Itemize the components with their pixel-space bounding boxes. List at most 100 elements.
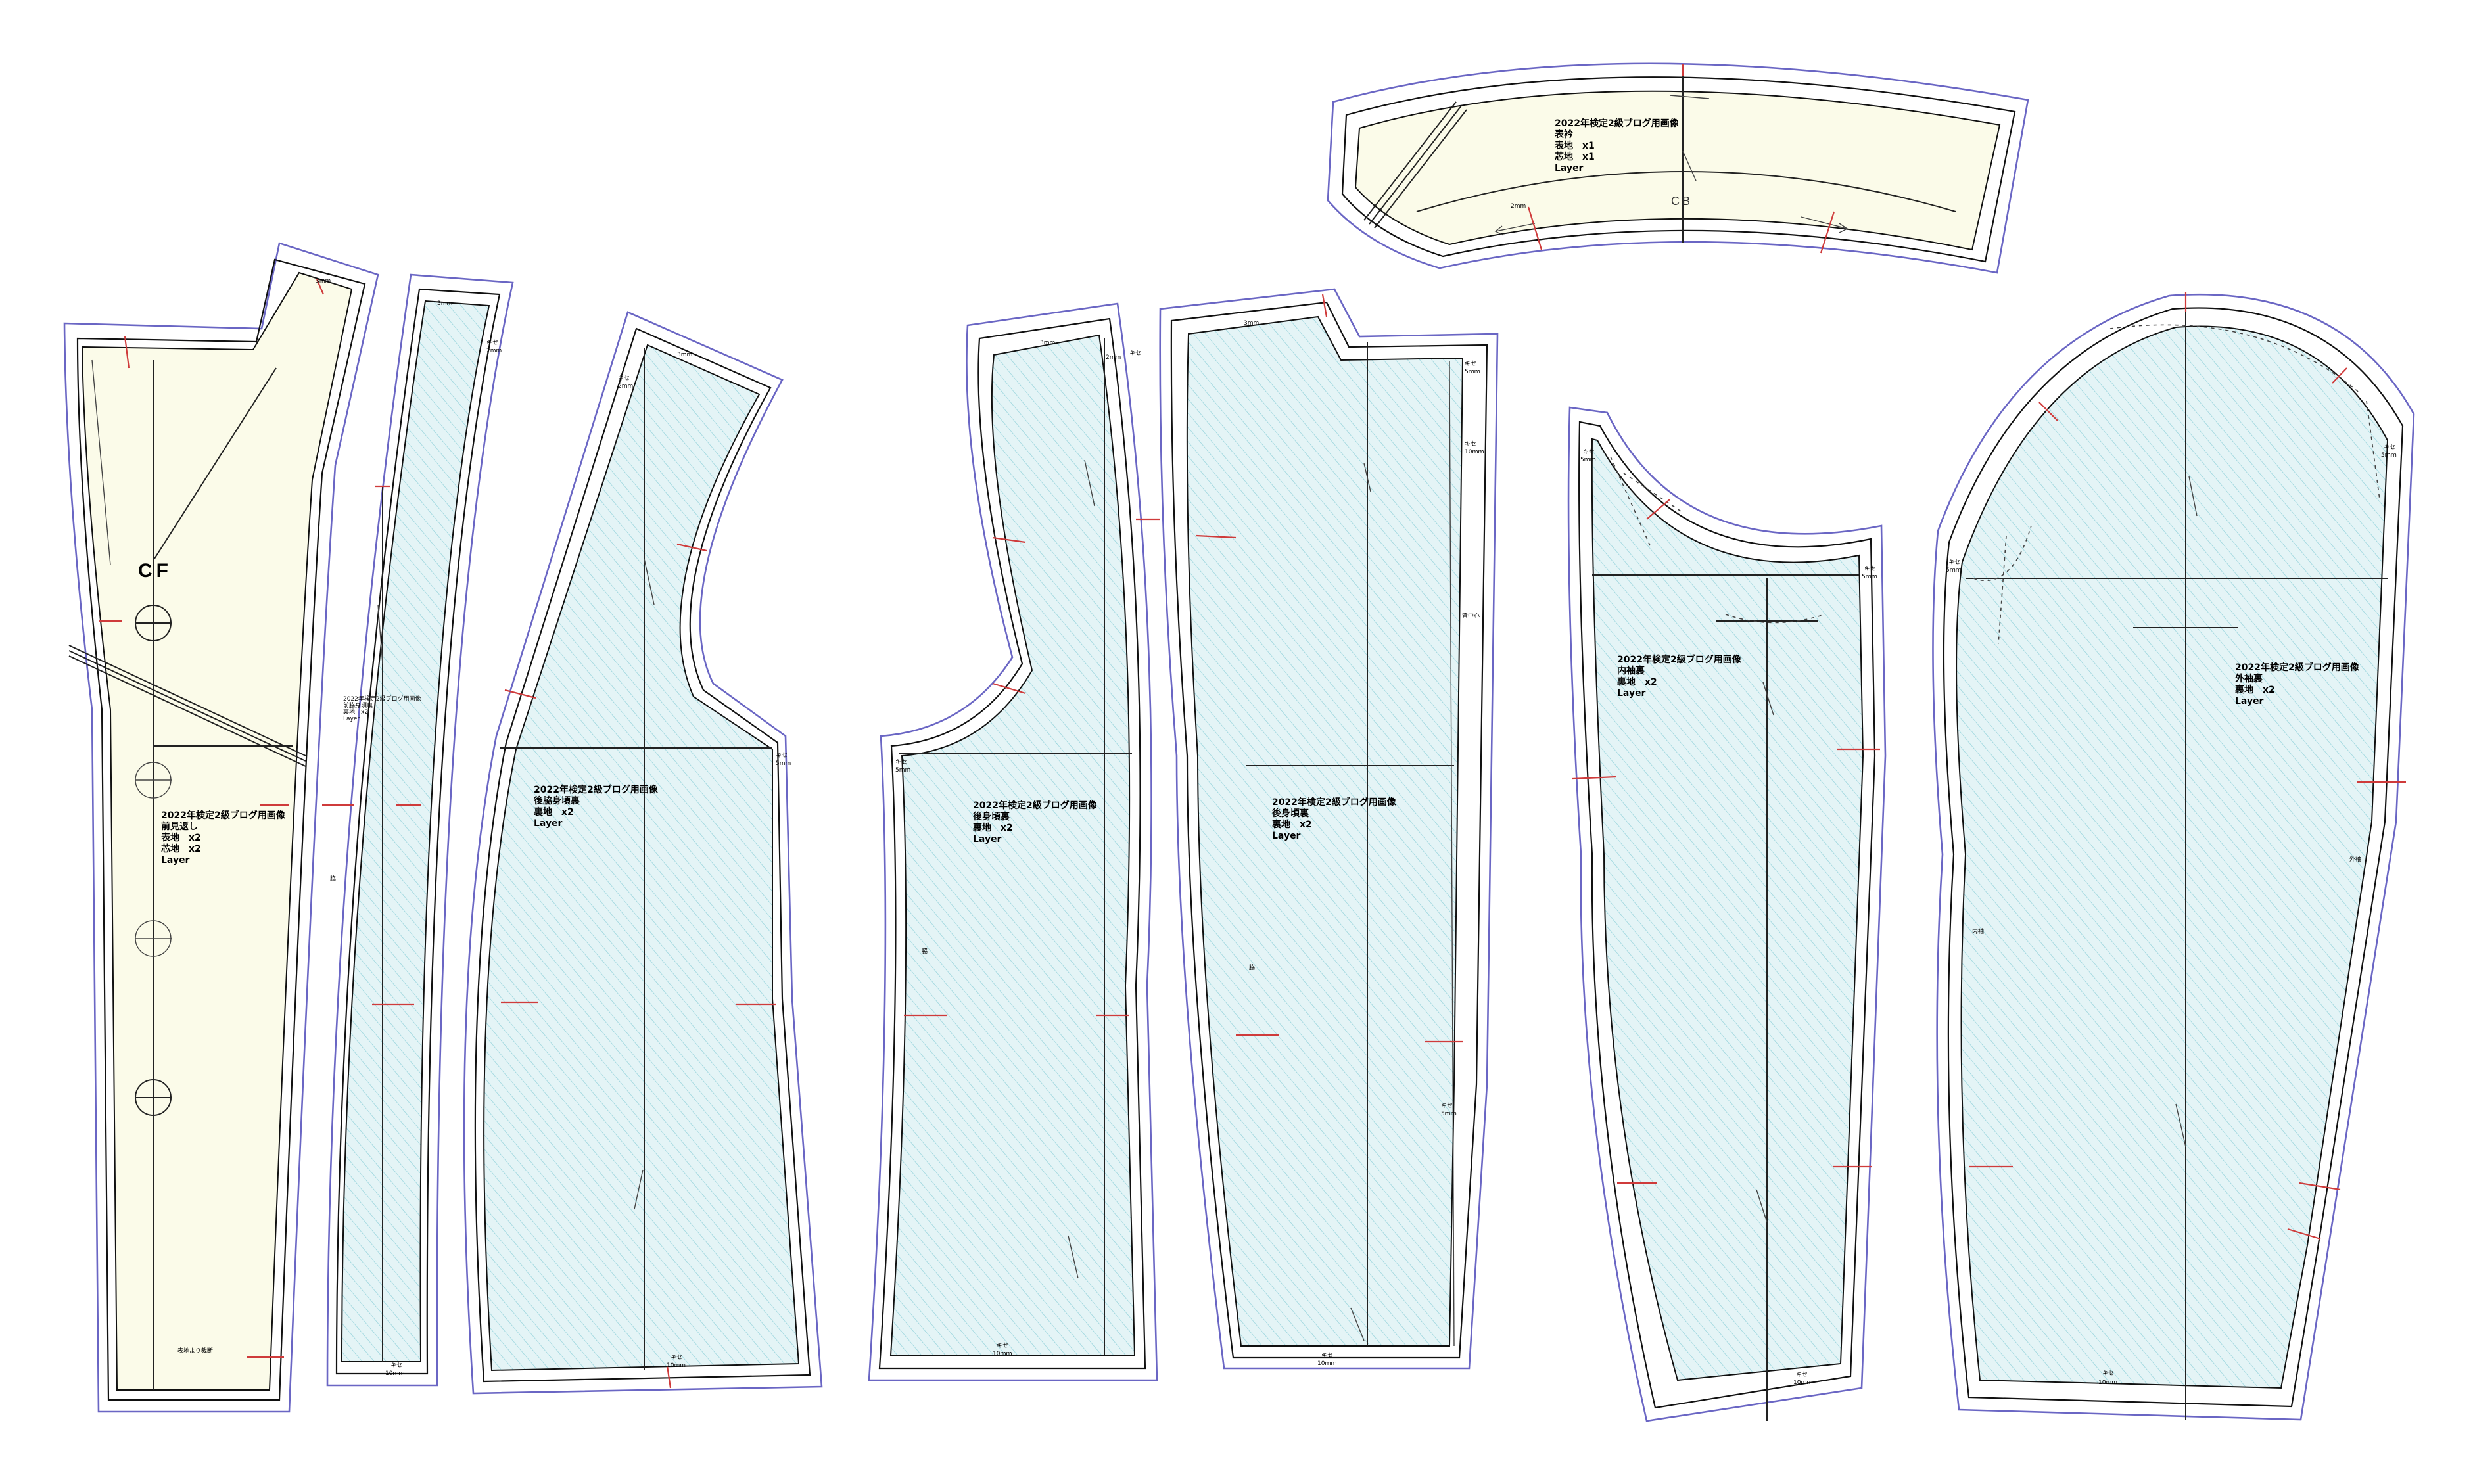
kise-cb-mid: キセ (1465, 440, 1476, 448)
svg-text:裏地 x2: 裏地 x2 (2234, 684, 2275, 695)
svg-text:Layer: Layer (1555, 163, 1584, 174)
topsleeve-lining-piece[interactable]: キセ 5ｍｍ キセ 5ｍｍ 内袖 外袖 キセ 10mm 2022年検定2級ブログ… (1932, 292, 2415, 1421)
svg-text:裏地 x2: 裏地 x2 (1271, 819, 1312, 830)
svg-text:後脇身頃裏: 後脇身頃裏 (534, 795, 580, 806)
kise-b-top-val: 2mm (1106, 354, 1121, 361)
svg-text:前見返し: 前見返し (161, 821, 198, 832)
back-center-mark: 背中心 (1462, 612, 1480, 620)
collar-ease-mark: 2mm (1511, 203, 1526, 210)
kise-us-bottom-val: 10ｍｍ (1793, 1380, 1812, 1386)
kise-us-top-val: 5ｍｍ (1580, 457, 1596, 463)
svg-text:裏地 x2: 裏地 x2 (1616, 676, 1657, 687)
topsleeve-lining-label: 2022年検定2級ブログ用画像 外袖裏 裏地 x2 Layer (2234, 662, 2360, 707)
kise-sf-top: キセ (486, 339, 498, 346)
kise-sb-side-val: 5mm (776, 760, 791, 767)
svg-text:Layer: Layer (161, 855, 190, 866)
kise-us-top: キセ (1583, 448, 1595, 455)
front-facing-label: 2022年検定2級ブログ用画像 前見返し 表地 x2 芯地 x2 Layer (160, 810, 286, 866)
svg-text:Layer: Layer (1272, 831, 1301, 841)
kise-ts-bottom: キセ (2102, 1370, 2114, 1377)
kise-ts-left: キセ (1948, 559, 1960, 566)
svg-text:Layer: Layer (2235, 696, 2264, 707)
kise-sf-top-val: 2mm (486, 348, 502, 354)
kise-sb-top: キセ (618, 375, 630, 382)
side-front-lining-label: 2022年検定2級ブログ用画像 前脇身頃裏 裏地 x2 Layer (343, 695, 421, 722)
svg-text:Layer: Layer (973, 834, 1002, 845)
svg-text:前脇身頃裏: 前脇身頃裏 (343, 701, 373, 709)
back-lining-label: 2022年検定2級ブログ用画像 後身頃裏 裏地 x2 Layer (972, 800, 1098, 845)
side-back-lining-label: 2022年検定2級ブログ用画像 後脇身頃裏 裏地 x2 Layer (533, 784, 659, 829)
kise-sf-bottom-val: 10ｍｍ (385, 1370, 404, 1377)
ease-mark-b: 3mm (1040, 340, 1055, 346)
kise-cb-mid-val: 10ｍｍ (1465, 449, 1484, 455)
kise-sb-bottom-val: 10mm (667, 1362, 686, 1369)
kise-sb-top-val: 2mm (618, 383, 633, 390)
center-back-lining-piece[interactable]: 3mm キセ 5ｍｍ キセ 10ｍｍ 背中心 脇 キセ 5ｍｍ キセ 10ｍｍ … (1159, 288, 1499, 1370)
svg-text:2022年検定2級ブログ用画像: 2022年検定2級ブログ用画像 (1617, 654, 1742, 665)
svg-text:2022年検定2級ブログ用画像: 2022年検定2級ブログ用画像 (343, 695, 421, 703)
side-mark-cb: 脇 (1249, 964, 1255, 971)
kise-us-right: キセ (1864, 565, 1876, 572)
center-back-lining-label: 2022年検定2級ブログ用画像 後身頃裏 裏地 x2 Layer (1271, 797, 1397, 841)
svg-text:2022年検定2級ブログ用画像: 2022年検定2級ブログ用画像 (1272, 797, 1397, 808)
svg-text:内袖裏: 内袖裏 (1617, 665, 1645, 676)
kise-cb-low: キセ (1441, 1102, 1453, 1109)
kise-b-side-val: 5mm (895, 767, 910, 774)
undersleeve-lining-piece[interactable]: キセ 5ｍｍ キセ 5ｍｍ キセ 10ｍｍ 2022年検定2級ブログ用画像 内袖… (1567, 406, 1887, 1422)
kise-cb-bottom: キセ (1321, 1352, 1333, 1359)
kise-sf-bottom: キセ (390, 1362, 402, 1369)
svg-text:2022年検定2級ブログ用画像: 2022年検定2級ブログ用画像 (2235, 662, 2360, 673)
side-mark-sf: 脇 (330, 875, 336, 883)
top-collar-piece[interactable]: 2mm CB 2022年検定2級ブログ用画像 表衿 表地 x1 芯地 x1 La… (1327, 62, 2029, 274)
kise-cb-bottom-val: 10ｍｍ (1317, 1360, 1336, 1367)
kise-b-top: キセ (1129, 350, 1141, 357)
side-front-lining-piece[interactable]: 3mm キセ 2mm 脇 キセ 10ｍｍ 2022年検定2級ブログ用画像 前脇身… (322, 273, 514, 1387)
front-facing-piece[interactable]: CF 3mm 表地より裁断 2022年検定2級ブログ用画像 前見返し 表地 x2… (63, 242, 379, 1413)
kise-b-bottom: キセ (997, 1342, 1008, 1349)
kise-sb-side: キセ (776, 752, 788, 759)
kise-cb-low-val: 5ｍｍ (1441, 1111, 1457, 1117)
top-collar-label: 2022年検定2級ブログ用画像 表衿 表地 x1 芯地 x1 Layer (1554, 118, 1680, 174)
svg-text:2022年検定2級ブログ用画像: 2022年検定2級ブログ用画像 (161, 810, 286, 821)
side-back-lining-piece[interactable]: 3mm キセ 2mm キセ 5mm キセ 10mm 2022年検定2級ブログ用画… (463, 311, 823, 1395)
ease-mark-sf: 3mm (437, 300, 452, 307)
svg-text:2022年検定2級ブログ用画像: 2022年検定2級ブログ用画像 (973, 800, 1098, 811)
collar-roll-marker (1363, 101, 1467, 229)
back-lining-piece[interactable]: 3mm キセ 2mm キセ 5mm 脇 キセ 10ｍｍ 2022年検定2級ブログ… (868, 302, 1160, 1381)
svg-text:芯地 x1: 芯地 x1 (1555, 151, 1595, 162)
svg-text:表地 x2: 表地 x2 (160, 832, 201, 843)
kise-b-side: キセ (895, 758, 907, 766)
facing-note: 表地より裁断 (177, 1347, 213, 1355)
cf-mark: CF (138, 560, 172, 582)
svg-text:2022年検定2級ブログ用画像: 2022年検定2級ブログ用画像 (1555, 118, 1680, 129)
buttonhole-marks (135, 605, 172, 1116)
svg-text:Layer: Layer (1617, 688, 1646, 699)
kise-ts-bottom-val: 10mm (2098, 1380, 2117, 1386)
svg-text:裏地 x2: 裏地 x2 (343, 708, 368, 716)
svg-text:後身頃裏: 後身頃裏 (1272, 808, 1309, 819)
svg-text:裏地 x2: 裏地 x2 (972, 822, 1013, 833)
kise-cb-top-val: 5ｍｍ (1465, 369, 1480, 375)
ease-mark-sb: 3mm (677, 352, 692, 358)
kise-ts-right: キセ (2384, 444, 2395, 451)
svg-text:Layer: Layer (534, 818, 563, 829)
kise-ts-right-val: 5ｍｍ (2381, 452, 2397, 459)
ease-mark-cb: 3mm (1244, 320, 1259, 327)
kise-sb-bottom: キセ (671, 1354, 682, 1361)
svg-text:芯地 x2: 芯地 x2 (161, 843, 201, 854)
roll-line-marker (68, 645, 306, 767)
svg-text:表地 x1: 表地 x1 (1554, 140, 1595, 151)
ease-mark: 3mm (316, 278, 331, 285)
svg-text:2022年検定2級ブログ用画像: 2022年検定2級ブログ用画像 (534, 784, 659, 795)
undersleeve-lining-label: 2022年検定2級ブログ用画像 内袖裏 裏地 x2 Layer (1616, 654, 1742, 699)
kise-cb-top: キセ (1465, 360, 1476, 367)
svg-text:裏地 x2: 裏地 x2 (533, 806, 574, 818)
kise-us-bottom: キセ (1796, 1371, 1808, 1378)
sleeve-outer-mark: 外袖 (2349, 855, 2361, 863)
kise-ts-left-val: 5ｍｍ (1946, 567, 1962, 574)
sleeve-inner-mark: 内袖 (1972, 927, 1984, 935)
collar-grainline-arrows (1494, 216, 1849, 236)
cb-mark: CB (1671, 195, 1693, 208)
svg-text:表衿: 表衿 (1554, 129, 1574, 140)
